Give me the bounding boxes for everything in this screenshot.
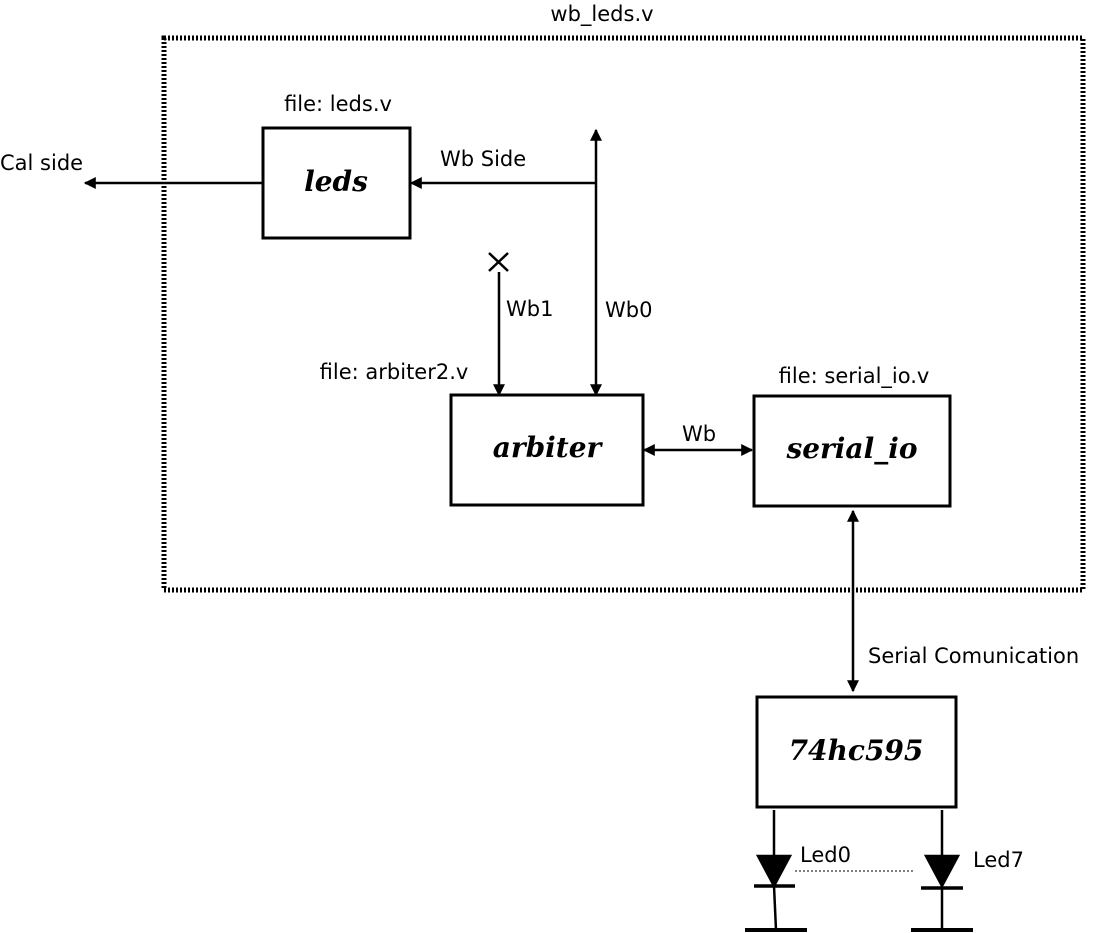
arbiter-block-label: arbiter: [493, 431, 604, 464]
led7-diode-icon: [911, 810, 973, 932]
led0-label: Led0: [800, 843, 851, 867]
wb-label: Wb: [682, 422, 716, 446]
no-connect-cross-icon: [488, 252, 509, 272]
module-title: wb_leds.v: [550, 2, 653, 27]
serial-io-file-label: file: serial_io.v: [779, 364, 930, 389]
leds-file-label: file: leds.v: [284, 92, 392, 116]
outer-module-boundary: [161, 35, 1086, 593]
led7-label: Led7: [973, 848, 1024, 872]
arbiter-file-label: file: arbiter2.v: [320, 360, 469, 384]
wb0-label: Wb0: [605, 298, 652, 322]
serial-io-block: [752, 394, 952, 508]
led0-diode-icon: [745, 810, 807, 932]
wb1-label: Wb1: [506, 297, 553, 321]
leds-block-label: leds: [304, 165, 368, 198]
shift-register-block-label: 74hc595: [789, 734, 924, 767]
serial-comm-label: Serial Comunication: [868, 644, 1079, 668]
arbiter-block: [449, 393, 645, 507]
cal-side-label: Cal side: [0, 151, 83, 175]
serial-io-block-label: serial_io: [785, 432, 917, 465]
shift-register-block: [755, 695, 958, 809]
leds-block: [261, 126, 412, 240]
wb-side-label: Wb Side: [440, 147, 526, 171]
